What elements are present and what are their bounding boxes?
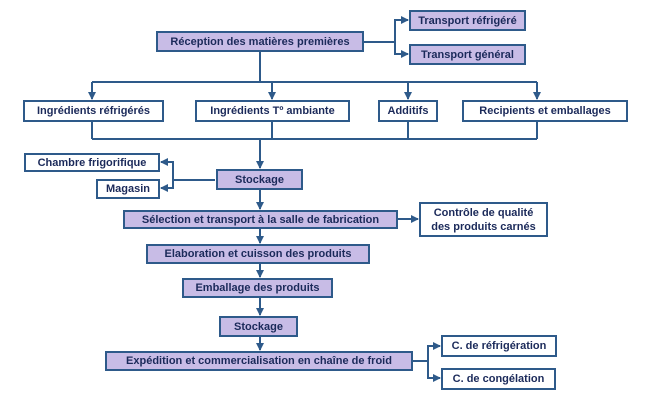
node-ingredients-ambiante: Ingrédients Tº ambiante [195,100,350,122]
controle-line-1: Contrôle de qualité [433,206,534,219]
node-recipients: Recipients et emballages [462,100,628,122]
node-c-refrigeration: C. de réfrigération [441,335,557,357]
node-transport-refrigere: Transport réfrigéré [409,10,526,31]
node-reception: Réception des matières premières [156,31,364,52]
arrow-transport-general [364,41,409,58]
controle-line-2: des produits carnés [431,220,536,233]
node-selection: Sélection et transport à la salle de fab… [123,210,398,229]
node-magasin: Magasin [96,179,160,199]
node-elaboration: Elaboration et cuisson des produits [146,244,370,264]
node-additifs: Additifs [378,100,438,122]
node-ingredients-refrigeres: Ingrédients réfrigérés [23,100,164,122]
node-c-congelation: C. de congélation [441,368,556,390]
arrow-c-congelation [413,360,441,382]
node-emballage: Emballage des produits [182,278,333,298]
arrow-magasin [160,179,215,192]
node-stockage-1: Stockage [216,169,303,190]
arrow-chambre [160,158,215,181]
node-transport-general: Transport général [409,44,526,65]
arrow-c-refrigeration [413,342,441,362]
node-chambre-frigorifique: Chambre frigorifique [24,153,160,172]
arrow-transport-refrigere [364,16,409,43]
node-controle-qualite: Contrôle de qualité des produits carnés [419,202,548,237]
node-stockage-2: Stockage [219,316,298,337]
node-expedition: Expédition et commercialisation en chaîn… [105,351,413,371]
